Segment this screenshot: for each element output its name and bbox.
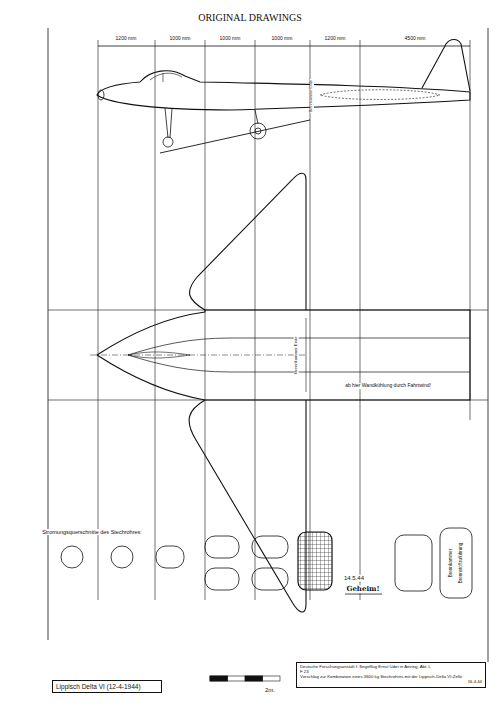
- note-label: 2m.: [264, 687, 276, 694]
- frame-line: [48, 28, 49, 640]
- dimension-label: 4500 mm: [404, 36, 427, 42]
- dimension-label: 1000 mm: [169, 36, 192, 42]
- plan-view: [48, 173, 488, 612]
- station-lines: [98, 40, 470, 600]
- title-block-text: Deutsche Forschungsanstalt f. Segelflug …: [300, 665, 482, 670]
- stamp-line: [345, 594, 382, 595]
- note-label: Brennstoffzuführung: [459, 542, 464, 584]
- frame-line: [488, 28, 489, 662]
- dimension-label: 1000 mm: [271, 36, 294, 42]
- caption-box: Lippisch Delta VI (12-4-1944): [52, 680, 162, 693]
- page-title: ORIGINAL DRAWINGS: [197, 12, 303, 23]
- dimension-label: 1200 mm: [324, 36, 347, 42]
- note-label: 14.5.44: [343, 575, 365, 582]
- note-label: Brennkammer: [449, 548, 454, 578]
- caption-text: Lippisch Delta VI (12-4-1944): [56, 683, 158, 690]
- note-label: Brennkammer Ende: [310, 79, 314, 113]
- note-label: Geheim!: [345, 585, 380, 593]
- dimension-label: 1000 mm: [219, 36, 242, 42]
- note-label: Brennkammer Ende: [294, 335, 299, 374]
- note-label: Stromungsquerschnitte des Stechrohres:: [41, 529, 143, 535]
- note-label: ab hier Wandkühlung durch Fahrtwind!: [344, 383, 432, 389]
- duct-cross-sections: [61, 528, 472, 598]
- title-block: Deutsche Forschungsanstalt f. Segelflug …: [296, 662, 486, 688]
- dimension-label: 1200 mm: [115, 36, 138, 42]
- title-block-text: Vorschlag zur Kombination eines 3600 kg …: [300, 675, 482, 680]
- title-block-text: 16.4.44: [300, 680, 482, 685]
- dimension-line: [98, 46, 470, 47]
- side-view: [97, 40, 470, 154]
- scale-bar: [210, 676, 280, 681]
